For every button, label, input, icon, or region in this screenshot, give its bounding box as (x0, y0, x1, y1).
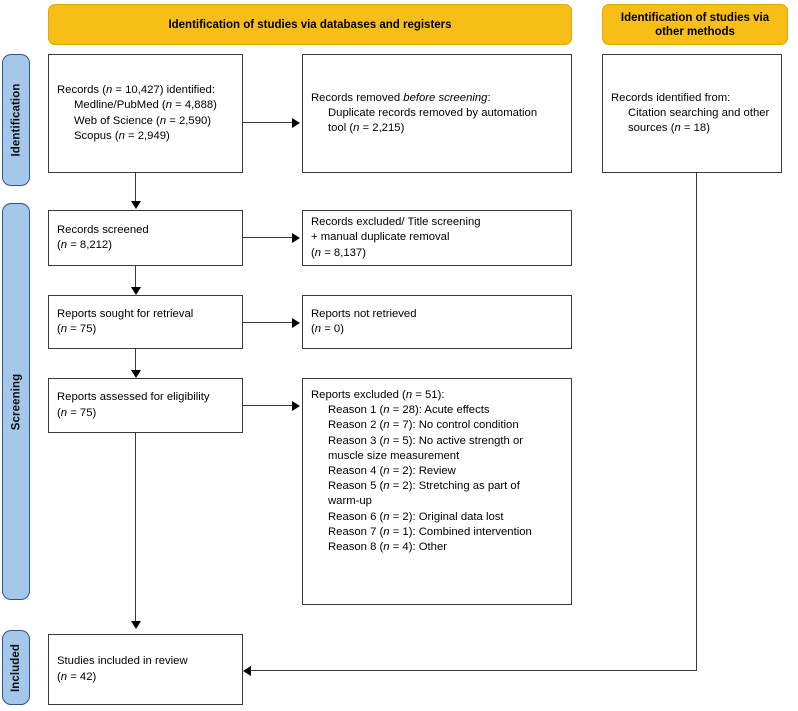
reports-assessed-line2: (n = 75) (57, 406, 97, 419)
records-identified-medline: Medline/PubMed (n = 4,888) (74, 99, 217, 112)
reports-excluded-reason-2: Reason 2 (n = 7): No control condition (328, 419, 519, 432)
box-reports-sought-for-retrieval: Reports sought for retrieval (n = 75) (48, 295, 243, 349)
stage-tab-identification: Identification (2, 54, 30, 186)
box-reports-excluded: Reports excluded (n = 51): Reason 1 (n =… (302, 378, 572, 605)
box-records-screened: Records screened (n = 8,212) (48, 210, 243, 266)
stage-tab-screening-label: Screening (10, 373, 23, 430)
connector-records-to-removed (243, 122, 294, 124)
arrowhead-screened-to-excluded (292, 233, 300, 243)
connector-sought-to-notretrieved (243, 322, 294, 324)
reports-not-retrieved-line2: (n = 0) (311, 323, 344, 335)
connector-other-methods-horizontal (250, 670, 697, 672)
records-screened-line1: Records screened (57, 223, 149, 236)
header-databases-and-registers: Identification of studies via databases … (48, 4, 572, 45)
records-excluded-line3: (n = 8,137) (311, 246, 366, 259)
reports-excluded-reason-6: Reason 6 (n = 2): Original data lost (328, 510, 504, 523)
reports-excluded-reason-5: Reason 5 (n = 2): Stretching as part of (328, 480, 520, 493)
arrowhead-other-methods-to-included (243, 666, 251, 676)
box-studies-included-in-review: Studies included in review (n = 42) (48, 634, 243, 705)
records-identified-line1: Records (n = 10,427) identified: (57, 84, 215, 97)
stage-tab-included-label: Included (10, 643, 22, 692)
records-removed-line1: Records removed before screening: (311, 91, 491, 104)
box-reports-not-retrieved: Reports not retrieved (n = 0) (302, 295, 572, 349)
reports-excluded-reason-3: Reason 3 (n = 5): No active strength or (328, 434, 523, 447)
arrowhead-assessed-to-included (131, 621, 141, 629)
stage-tab-identification-label: Identification (10, 83, 22, 157)
reports-excluded-reason-3-cont: muscle size measurement (328, 449, 460, 462)
records-identified-wos: Web of Science (n = 2,590) (74, 114, 212, 127)
reports-excluded-heading: Reports excluded (n = 51): (311, 389, 445, 401)
other-sources-line3: sources (n = 18) (628, 122, 710, 135)
reports-sought-line2: (n = 75) (57, 323, 97, 335)
reports-sought-line1: Reports sought for retrieval (57, 307, 194, 320)
box-records-identified-other-methods: Records identified from: Citation search… (602, 54, 782, 173)
reports-excluded-reason-4: Reason 4 (n = 2): Review (328, 465, 456, 478)
reports-not-retrieved-line1: Reports not retrieved (311, 307, 417, 320)
connector-screened-to-excluded (243, 237, 294, 239)
arrowhead-assessed-to-reportsexcluded (292, 401, 300, 411)
reports-assessed-line1: Reports assessed for eligibility (57, 391, 210, 404)
records-excluded-line2: + manual duplicate removal (311, 231, 450, 244)
connector-sought-to-assessed (135, 349, 137, 371)
box-records-removed-before-screening: Records removed before screening: Duplic… (302, 54, 572, 173)
connector-other-methods-vertical (696, 173, 698, 671)
other-sources-line1: Records identified from: (611, 91, 731, 104)
connector-assessed-to-included (135, 433, 137, 623)
arrowhead-sought-to-notretrieved (292, 318, 300, 328)
studies-included-line1: Studies included in review (57, 655, 188, 668)
studies-included-line2: (n = 42) (57, 670, 97, 683)
records-screened-line2: (n = 8,212) (57, 239, 112, 251)
records-removed-line2: Duplicate records removed by automation (328, 106, 538, 119)
arrowhead-records-to-removed (292, 118, 300, 128)
stage-tab-included: Included (2, 630, 30, 705)
connector-assessed-to-reportsexcluded (243, 405, 294, 407)
header-other-methods: Identification of studies via other meth… (602, 4, 788, 45)
arrowhead-records-to-screened (131, 201, 141, 209)
other-sources-line2: Citation searching and other (628, 106, 770, 119)
connector-records-to-screened (135, 173, 137, 203)
records-identified-scopus: Scopus (n = 2,949) (74, 129, 170, 142)
arrowhead-screened-to-sought (131, 287, 141, 295)
reports-excluded-reason-1: Reason 1 (n = 28): Acute effects (328, 404, 490, 417)
arrowhead-sought-to-assessed (131, 370, 141, 378)
records-removed-line3: tool (n = 2,215) (328, 122, 405, 135)
reports-excluded-reason-5-cont: warm-up (328, 495, 372, 508)
reports-excluded-reason-8: Reason 8 (n = 4): Other (328, 541, 448, 554)
box-records-identified: Records (n = 10,427) identified: Medline… (48, 54, 243, 173)
connector-screened-to-sought (135, 266, 137, 289)
box-records-excluded: Records excluded/ Title screening + manu… (302, 210, 572, 266)
box-reports-assessed-for-eligibility: Reports assessed for eligibility (n = 75… (48, 378, 243, 433)
reports-excluded-reason-7: Reason 7 (n = 1): Combined intervention (328, 525, 532, 538)
stage-tab-screening: Screening (2, 203, 30, 600)
records-excluded-line1: Records excluded/ Title screening (311, 216, 481, 229)
